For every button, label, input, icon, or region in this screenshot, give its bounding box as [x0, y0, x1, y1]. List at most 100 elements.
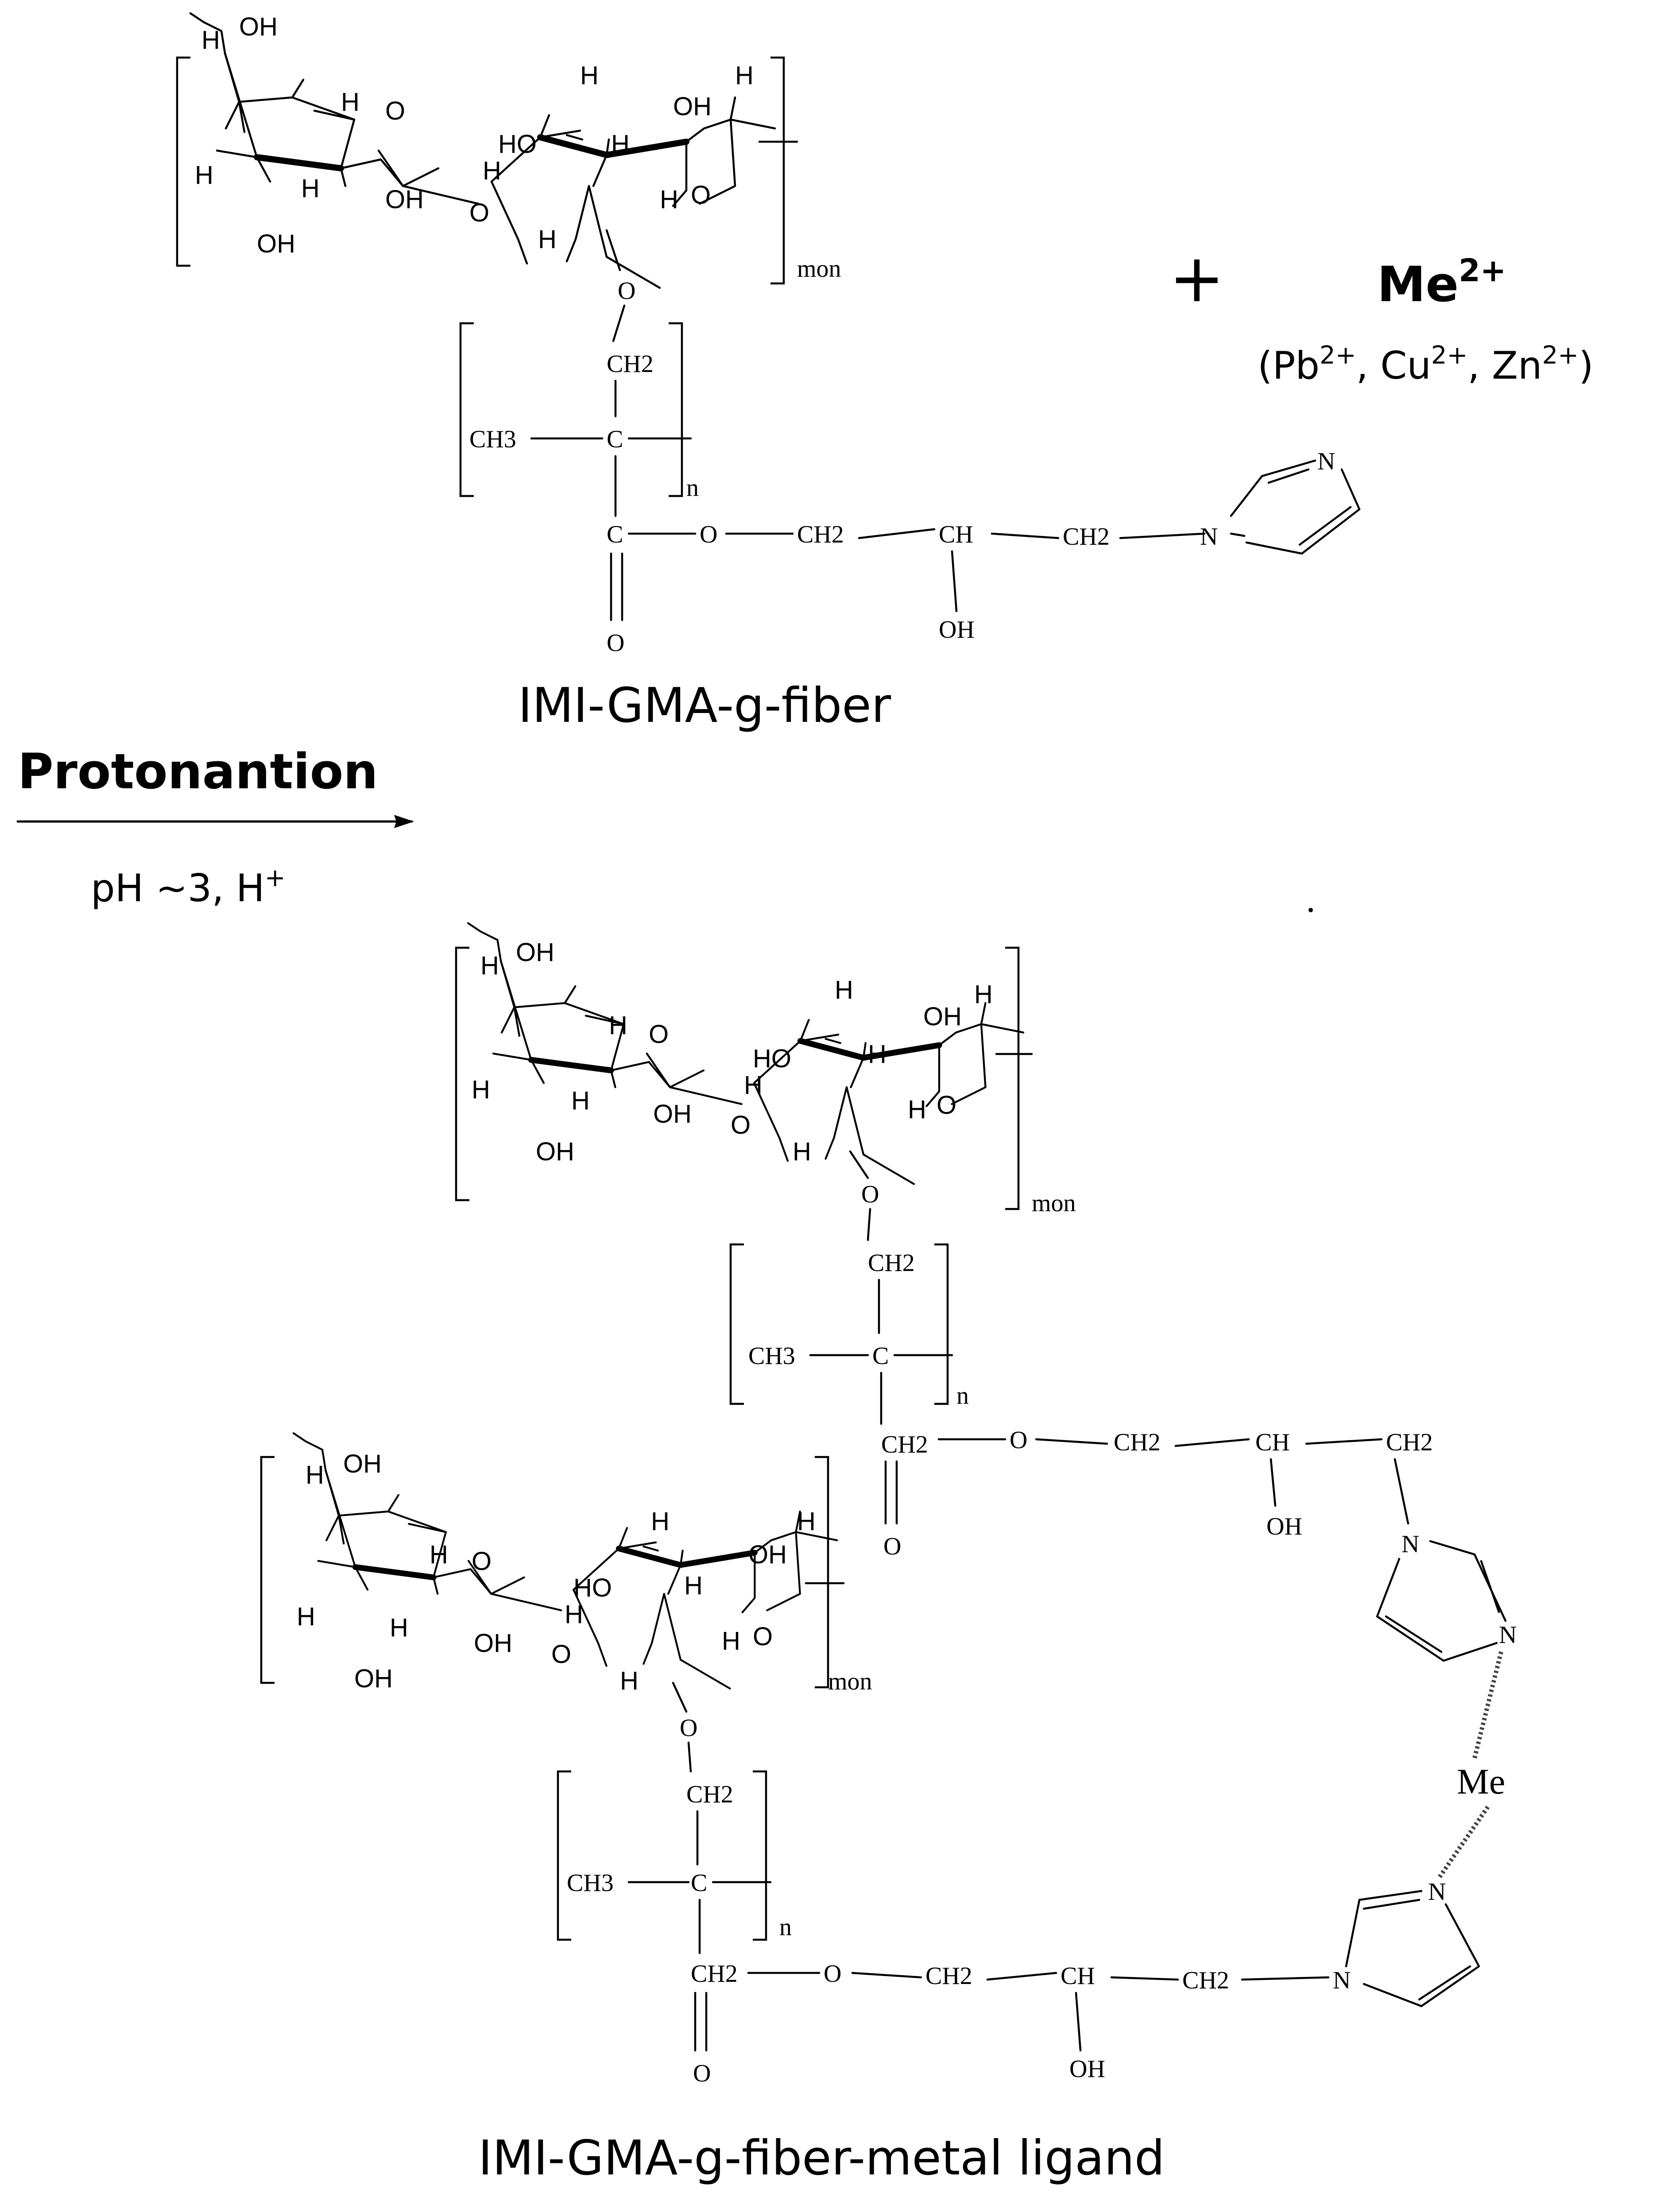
- plus-sign: +: [1169, 240, 1225, 317]
- repeat-n: n: [686, 474, 699, 502]
- atom-CH2: CH2: [1114, 1429, 1161, 1456]
- atom-O: O: [861, 1181, 879, 1208]
- atom-N: N: [1499, 1621, 1517, 1649]
- atom-CH2: CH2: [925, 1962, 972, 1990]
- atom-O: O: [472, 1547, 492, 1576]
- atom-H: H: [735, 61, 754, 90]
- atom-H: H: [744, 1071, 763, 1100]
- metal-ion: Me2+: [1377, 252, 1506, 313]
- atom-CH3: CH3: [748, 1342, 795, 1370]
- atom-CH2: CH2: [868, 1249, 915, 1277]
- atom-OH: OH: [923, 1002, 962, 1031]
- atom-H: H: [660, 185, 678, 214]
- product-structure: H OH H O H H OH OH O H HO H H OH H H O H…: [260, 923, 1517, 2087]
- atom-H: H: [868, 1040, 886, 1069]
- atom-CH3: CH3: [567, 1869, 614, 1897]
- atom-H: H: [297, 1602, 315, 1631]
- atom-O: O: [551, 1640, 571, 1669]
- atom-H: H: [611, 130, 630, 159]
- atom-OH: OH: [939, 616, 975, 643]
- atom-O: O: [731, 1111, 751, 1139]
- atom-HO: HO: [753, 1044, 791, 1073]
- atom-H: H: [793, 1137, 811, 1166]
- atom-OH: OH: [354, 1664, 393, 1693]
- reactant-structure: H OH H O H H OH OH O H HO H H OH H H O H…: [176, 12, 1359, 657]
- atom-H: H: [306, 1461, 324, 1489]
- atom-CH: CH: [1255, 1429, 1290, 1456]
- atom-OH: OH: [536, 1137, 574, 1166]
- atom-CH2: CH2: [686, 1781, 733, 1808]
- atom-CH: CH: [939, 521, 973, 548]
- atom-OH: OH: [1266, 1513, 1302, 1540]
- metal-symbol: Me: [1377, 256, 1459, 313]
- coordination-bond-upper: [1472, 1651, 1503, 1759]
- atom-H: H: [974, 980, 993, 1009]
- atom-H: H: [430, 1540, 448, 1569]
- atom-O: O: [691, 181, 711, 209]
- metal-charge: 2+: [1459, 252, 1506, 289]
- coordination-bond-lower: [1437, 1806, 1490, 1879]
- metal-center: Me: [1457, 1761, 1505, 1802]
- atom-O: O: [607, 629, 624, 657]
- atom-OH: OH: [653, 1100, 692, 1128]
- atom-OH: OH: [474, 1629, 512, 1658]
- atom-OH: OH: [516, 938, 554, 967]
- atom-H: H: [835, 976, 853, 1004]
- atom-OH: OH: [257, 229, 295, 258]
- atom-OH: OH: [673, 92, 712, 121]
- atom-N: N: [1428, 1878, 1446, 1906]
- atom-H: H: [797, 1507, 816, 1536]
- atom-H: H: [609, 1011, 627, 1040]
- atom-OH: OH: [239, 12, 278, 41]
- atom-H: H: [390, 1613, 408, 1642]
- atom-H: H: [195, 161, 213, 190]
- atom-H: H: [341, 88, 360, 116]
- atom-OH: OH: [343, 1449, 382, 1478]
- atom-H: H: [565, 1600, 583, 1629]
- atom-N: N: [1333, 1967, 1351, 1994]
- atom-CH2: CH2: [1182, 1967, 1229, 1994]
- atom-CH2: CH2: [607, 350, 654, 378]
- bracket-left: [176, 56, 190, 267]
- metal-example-zn: Zn: [1492, 344, 1542, 388]
- atom-O: O: [700, 521, 717, 548]
- atom-CH2: CH2: [691, 1960, 738, 1988]
- arrow-label: Protonantion: [18, 743, 378, 800]
- atom-O: O: [680, 1714, 697, 1742]
- atom-H: H: [684, 1571, 703, 1600]
- atom-CH2: CH2: [1386, 1429, 1433, 1456]
- atom-N: N: [1317, 448, 1335, 475]
- repeat-mon: mon: [828, 1668, 872, 1695]
- atom-CH2: CH2: [797, 521, 844, 548]
- atom-H: H: [201, 26, 220, 54]
- atom-H: H: [651, 1507, 670, 1536]
- atom-O: O: [385, 97, 405, 125]
- atom-CH3: CH3: [469, 426, 516, 453]
- atom-HO: HO: [498, 130, 537, 159]
- atom-O: O: [883, 1533, 901, 1560]
- atom-C: C: [691, 1869, 707, 1897]
- metal-example-cu: Cu: [1380, 344, 1431, 388]
- atom-O: O: [618, 277, 635, 305]
- atom-N: N: [1401, 1531, 1419, 1558]
- atom-N: N: [1200, 523, 1218, 550]
- atom-H: H: [301, 174, 320, 203]
- atom-H: H: [908, 1095, 926, 1124]
- atom-O: O: [753, 1622, 773, 1651]
- atom-H: H: [580, 61, 599, 90]
- atom-O: O: [469, 198, 489, 227]
- reactant-name: IMI-GMA-g-fiber: [518, 678, 891, 733]
- metal-example-pb: Pb: [1273, 344, 1320, 388]
- repeat-mon: mon: [1032, 1190, 1076, 1217]
- atom-O: O: [824, 1960, 841, 1988]
- repeat-mon: mon: [797, 255, 841, 283]
- atom-OH: OH: [385, 185, 424, 214]
- product-name: IMI-GMA-g-fiber-metal ligand: [478, 2131, 1165, 2186]
- metal-examples: (Pb2+, Cu2+, Zn2+): [1258, 341, 1594, 388]
- atom-CH2: CH2: [881, 1431, 928, 1458]
- repeat-n: n: [956, 1382, 969, 1410]
- atom-OH: OH: [1069, 2055, 1105, 2083]
- atom-O: O: [649, 1020, 669, 1049]
- atom-CH: CH: [1061, 1962, 1095, 1990]
